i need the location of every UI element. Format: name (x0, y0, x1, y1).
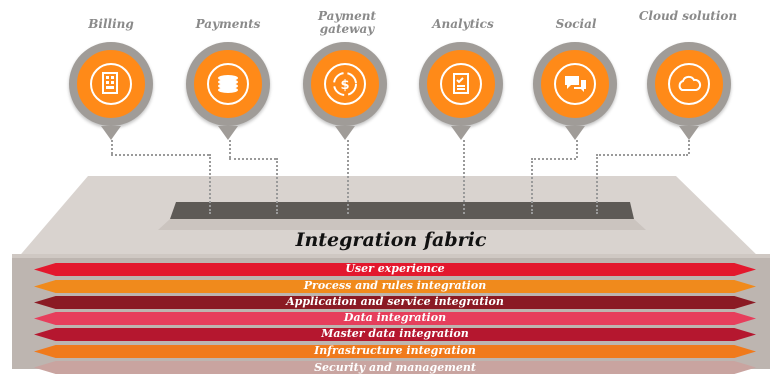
leader-gateway (347, 140, 349, 214)
pin-label-billing: Billing (88, 17, 134, 31)
pin-label-payment-gateway: Payment gateway (317, 9, 377, 36)
layer-label-application-service: Application and service integration (286, 295, 504, 308)
fabric-title: Integration fabric (295, 229, 487, 251)
layer-label-data-integration: Data integration (343, 311, 447, 324)
billing-icon (102, 72, 118, 94)
analytics-icon (453, 73, 469, 94)
pin-social (533, 42, 617, 126)
layer-user-experience (34, 263, 756, 276)
layer-infrastructure (34, 345, 756, 358)
layer-label-user-experience: User experience (345, 262, 445, 275)
layer-data-integration (34, 312, 756, 325)
leader-payments (229, 140, 231, 158)
layer-label-master-data: Master data integration (321, 327, 469, 340)
payments-icon (218, 75, 238, 93)
leader-cloud (688, 140, 690, 154)
leader-billing (111, 140, 113, 154)
leader-analytics (463, 140, 465, 214)
layer-label-security-management: Security and management (314, 361, 476, 374)
svg-text:$: $ (340, 78, 349, 93)
layer-label-infrastructure: Infrastructure integration (314, 344, 476, 357)
social-icon (565, 76, 586, 92)
pin-payments (186, 42, 270, 126)
layer-label-process-rules: Process and rules integration (303, 279, 487, 292)
pin-label-payments: Payments (195, 17, 261, 31)
pin-payment-gateway: $ (303, 42, 387, 126)
pin-label-social: Social (555, 17, 597, 31)
pin-cloud-solution (647, 42, 731, 126)
leader-billing-h (111, 154, 209, 156)
pin-billing (69, 42, 153, 126)
fabric-box-opening (170, 202, 634, 219)
pin-label-analytics: Analytics (432, 17, 494, 31)
leader-social (576, 140, 578, 158)
pin-analytics (419, 42, 503, 126)
layer-process-rules (34, 280, 756, 293)
pin-label-cloud-solution: Cloud solution (638, 9, 738, 23)
cloud-icon (678, 75, 702, 91)
payment-gateway-icon: $ (333, 72, 357, 96)
layer-application-service (34, 296, 756, 309)
layer-master-data (34, 328, 756, 341)
